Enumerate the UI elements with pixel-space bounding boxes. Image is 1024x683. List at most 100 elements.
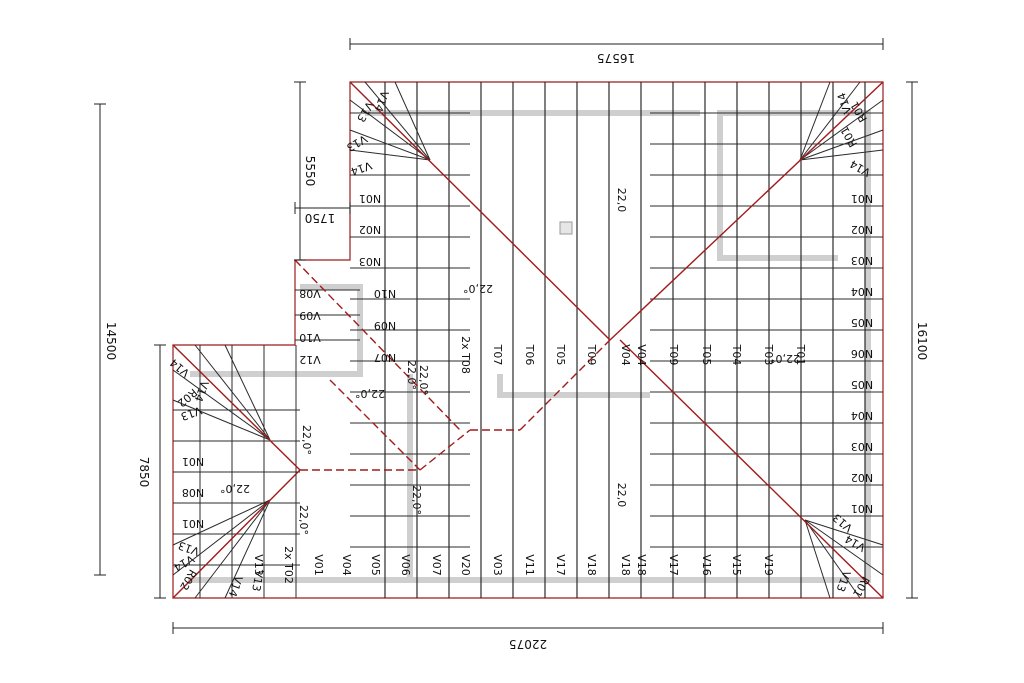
label-corner: V13 bbox=[354, 99, 376, 124]
rafter bbox=[394, 81, 431, 161]
rafter bbox=[349, 149, 431, 161]
label-right: N05 bbox=[851, 378, 873, 391]
rafter bbox=[194, 344, 271, 441]
hip-line bbox=[619, 339, 884, 599]
rafter bbox=[799, 99, 884, 161]
label-pitch: 22,0 bbox=[615, 483, 628, 508]
label-bottom: V13 bbox=[252, 554, 265, 576]
rafter bbox=[349, 129, 431, 161]
label-left-wing: N01 bbox=[182, 517, 204, 530]
label-bottom: V06 bbox=[399, 554, 412, 576]
wall-band bbox=[497, 374, 650, 398]
label-right: N02 bbox=[851, 471, 873, 484]
label-bottom: V11 bbox=[523, 554, 536, 576]
dim-left-overall: 14500 bbox=[104, 322, 118, 360]
dim-left-lower: 7850 bbox=[137, 457, 151, 488]
label-middle: T09 bbox=[667, 344, 680, 366]
label-corner: V13 bbox=[249, 569, 266, 592]
label-notch: V09 bbox=[299, 309, 321, 322]
label-middle: T06 bbox=[523, 344, 536, 366]
label-bottom: V19 bbox=[762, 554, 775, 576]
label-right: N01 bbox=[851, 192, 873, 205]
label-upper-left: N09 bbox=[374, 319, 396, 332]
rafter bbox=[799, 81, 831, 161]
rafter bbox=[804, 519, 861, 599]
rafter bbox=[364, 81, 431, 161]
label-middle: 2x T08 bbox=[459, 336, 472, 374]
label-bottom: V20 bbox=[459, 554, 472, 576]
label-bottom: V03 bbox=[491, 554, 504, 576]
dim-notch-width: 1750 bbox=[305, 211, 336, 225]
label-right: N01 bbox=[851, 502, 873, 515]
label-middle: T09 bbox=[585, 344, 598, 366]
dim-right: 16100 bbox=[915, 322, 929, 360]
rafter bbox=[804, 519, 884, 576]
dim-top: 16575 bbox=[597, 51, 635, 65]
hip-line bbox=[609, 81, 884, 341]
roof-outline bbox=[172, 81, 884, 599]
label-bottom: V18 bbox=[619, 554, 632, 576]
label-bottom: 2x T02 bbox=[282, 546, 295, 584]
label-pitch: 22,0° bbox=[410, 485, 423, 515]
label-upper-left: N02 bbox=[359, 223, 381, 236]
label-left-wing: N08 bbox=[182, 486, 204, 499]
rafter-lines bbox=[172, 81, 884, 599]
hip-line bbox=[172, 469, 301, 599]
label-upper-left: N07 bbox=[374, 351, 396, 364]
label-right: N02 bbox=[851, 223, 873, 236]
label-bottom: V15 bbox=[730, 554, 743, 576]
label-right: N06 bbox=[851, 347, 873, 360]
rafter bbox=[804, 519, 831, 599]
label-corner: V13 bbox=[344, 132, 369, 154]
dimension-lines bbox=[94, 38, 918, 634]
label-middle: V04 bbox=[619, 344, 632, 366]
rafter bbox=[172, 369, 271, 441]
label-bottom: V18 bbox=[585, 554, 598, 576]
label-notch: V08 bbox=[299, 287, 321, 300]
label-bottom: V18 bbox=[635, 554, 648, 576]
wall-band bbox=[190, 284, 363, 377]
label-pitch: 22,0° bbox=[300, 425, 313, 455]
chimney bbox=[559, 221, 573, 235]
label-corner: V13 bbox=[833, 569, 853, 594]
label-right: N04 bbox=[851, 409, 873, 422]
label-pitch: 22,0° bbox=[220, 482, 250, 495]
hip-line bbox=[329, 379, 421, 471]
label-pitch: 22,0° bbox=[405, 360, 418, 390]
dim-bottom: 22075 bbox=[509, 637, 547, 651]
label-middle: T05 bbox=[554, 344, 567, 366]
label-middle: T07 bbox=[491, 344, 504, 366]
label-middle: V04 bbox=[635, 344, 648, 366]
label-upper-left: N03 bbox=[359, 255, 381, 268]
label-bottom: V07 bbox=[430, 554, 443, 576]
label-bottom: V17 bbox=[554, 554, 567, 576]
hip-lines bbox=[172, 81, 884, 599]
rafter bbox=[799, 81, 861, 161]
hip-line bbox=[349, 81, 611, 341]
hip-line bbox=[172, 344, 301, 471]
rafter bbox=[172, 499, 271, 546]
label-right: N04 bbox=[851, 285, 873, 298]
dim-notch-height: 5550 bbox=[303, 156, 317, 187]
rafter bbox=[799, 149, 884, 161]
hip-line bbox=[519, 339, 611, 431]
rafter bbox=[172, 499, 271, 576]
label-upper-left: N01 bbox=[359, 192, 381, 205]
label-middle: T04 bbox=[730, 344, 743, 366]
rafter bbox=[804, 519, 884, 546]
hip-line bbox=[419, 429, 471, 471]
rafter bbox=[224, 499, 271, 599]
label-middle: T01 bbox=[794, 344, 807, 366]
label-pitch: 22,0 bbox=[615, 188, 628, 213]
label-middle: T05 bbox=[700, 344, 713, 366]
rafter bbox=[224, 344, 271, 441]
rafter bbox=[172, 399, 271, 441]
rafter bbox=[799, 129, 884, 161]
label-bottom: V16 bbox=[700, 554, 713, 576]
label-pitch: 22,0° bbox=[297, 505, 310, 535]
label-right: N03 bbox=[851, 254, 873, 267]
label-left-wing: N01 bbox=[182, 455, 204, 468]
roof-outline-path bbox=[172, 81, 884, 599]
label-bottom: V05 bbox=[369, 554, 382, 576]
